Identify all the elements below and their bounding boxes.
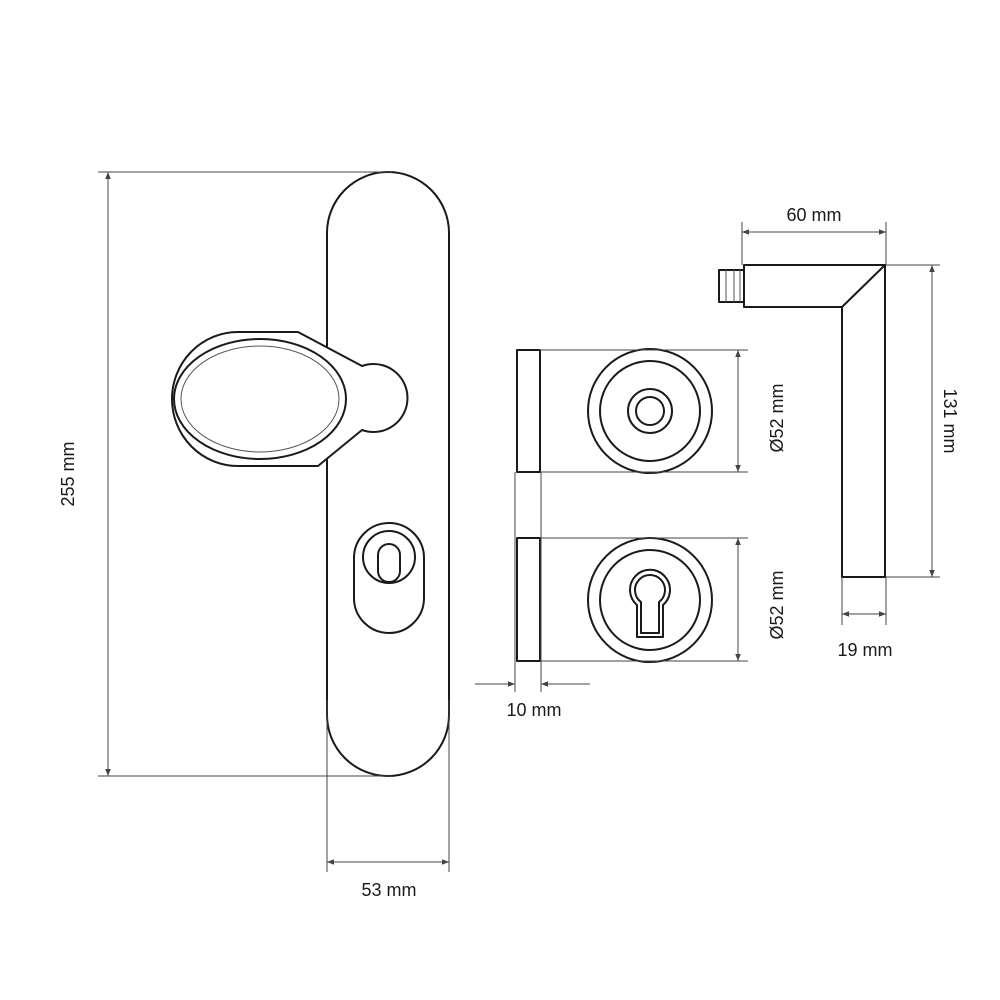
lever-length-label: 60 mm: [786, 205, 841, 225]
rose-side-top: [516, 349, 541, 473]
rose-top-spindle-hole: [635, 396, 665, 426]
lever-handle: [718, 264, 886, 578]
rose-bottom-cylinder-hole-inner: [634, 574, 666, 634]
rose-bottom-inner: [599, 549, 701, 651]
lever-spindle: [718, 269, 745, 303]
rose-bottom-outer: [587, 537, 713, 663]
lever-width-dimension: 19 mm: [837, 577, 893, 660]
rose-side-view: [516, 349, 541, 662]
plate-height-label: 255 mm: [58, 441, 78, 506]
plate-width-label: 53 mm: [361, 880, 416, 900]
rose-front-bottom: [587, 537, 713, 663]
knob-inner-rim: [180, 345, 340, 453]
plate-body: [326, 171, 450, 777]
knob-inner: [173, 338, 347, 460]
knob-outer: [171, 331, 409, 467]
rose-top-diameter-label: Ø52 mm: [767, 383, 787, 452]
rose-bottom-diameter-dimension: Ø52 mm: [540, 537, 787, 662]
knob: [171, 331, 409, 467]
rose-front-top: [587, 348, 713, 474]
lever-width-label: 19 mm: [837, 640, 892, 660]
rose-top-outer: [587, 348, 713, 474]
cylinder-slot: [377, 543, 401, 583]
rose-top-diameter-dimension: Ø52 mm: [540, 349, 787, 473]
rose-bottom-diameter-label: Ø52 mm: [767, 570, 787, 639]
lever-bend: [841, 264, 886, 308]
back-plate: [171, 171, 450, 777]
plate-width-dimension: 53 mm: [326, 700, 450, 900]
lever-height-label: 131 mm: [940, 388, 960, 453]
rose-top-inner: [599, 360, 701, 462]
rose-thickness-dimension: 10 mm: [475, 472, 590, 720]
rose-side-bottom: [516, 537, 541, 662]
cylinder-surround: [353, 522, 425, 634]
rose-thickness-label: 10 mm: [506, 700, 561, 720]
plate-height-dimension: 255 mm: [58, 171, 392, 777]
lever-length-dimension: 60 mm: [741, 205, 887, 265]
lever-height-dimension: 131 mm: [886, 264, 960, 578]
rose-top-spindle-ring: [627, 388, 673, 434]
cylinder-cutout: [353, 522, 425, 634]
rose-bottom-cylinder-hole: [629, 568, 671, 638]
lever-body: [743, 264, 886, 578]
